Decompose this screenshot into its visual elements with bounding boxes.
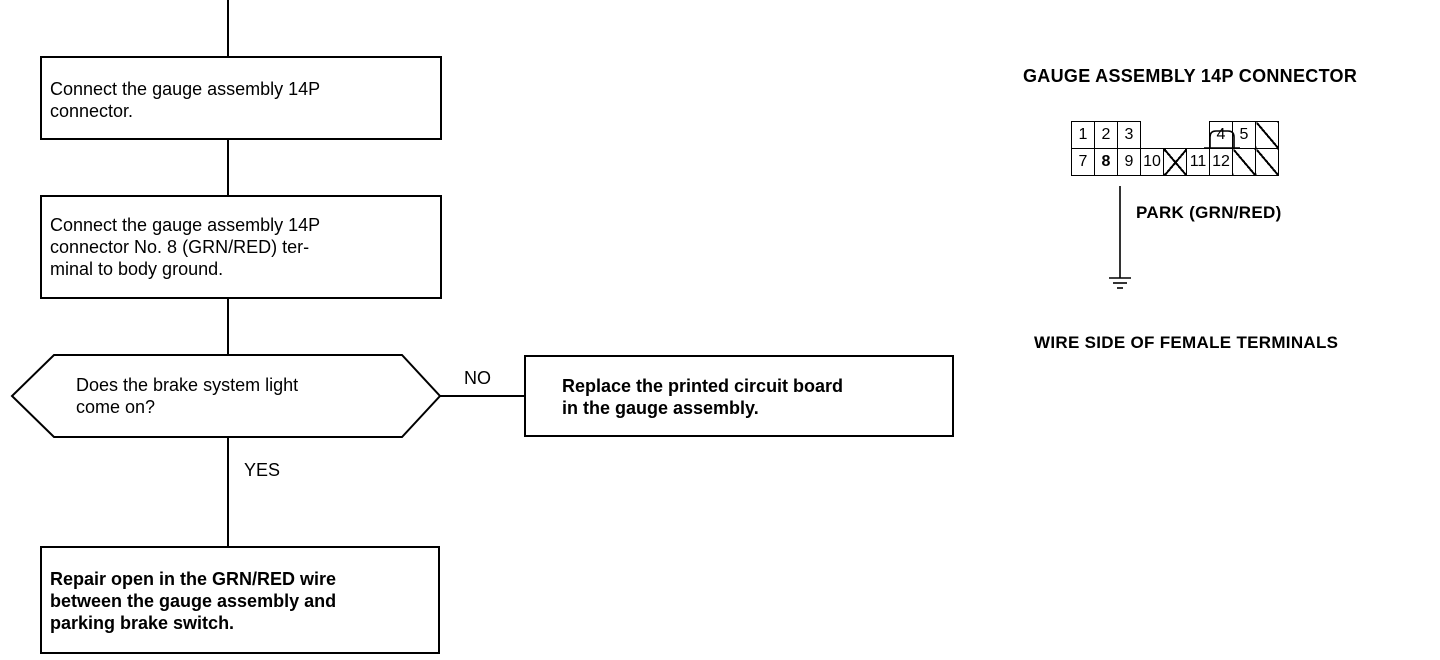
step2-line: Connect the gauge assembly 14P xyxy=(50,215,321,235)
connector-footer: WIRE SIDE OF FEMALE TERMINALS xyxy=(1034,333,1339,352)
yes-result-line: Repair open in the GRN/RED wire xyxy=(50,569,337,589)
decision-line: Does the brake system light xyxy=(76,375,299,395)
pin-cell: 7 xyxy=(1071,148,1095,176)
pin-cell: 4 xyxy=(1209,121,1233,149)
pin-gap xyxy=(1187,122,1210,149)
pin-cell: 3 xyxy=(1117,121,1141,149)
pin-cell: 1 xyxy=(1071,121,1095,149)
yes-result-box: Repair open in the GRN/RED wire between … xyxy=(40,546,440,654)
pin-cell-park: 8 xyxy=(1094,148,1118,176)
pin-cell: 9 xyxy=(1117,148,1141,176)
pin-gap xyxy=(1164,122,1187,149)
no-result-line: Replace the printed circuit board xyxy=(562,376,844,396)
step1-box: Connect the gauge assembly 14P connector… xyxy=(40,56,442,140)
unused-pin-cell xyxy=(1255,148,1279,176)
step1-text: Connect the gauge assembly 14P connector… xyxy=(50,78,320,122)
no-label: NO xyxy=(464,368,491,388)
decision-shape xyxy=(10,354,442,438)
step2-text: Connect the gauge assembly 14P connector… xyxy=(50,214,320,280)
step2-box: Connect the gauge assembly 14P connector… xyxy=(40,195,442,299)
blocked-pin-cell xyxy=(1163,148,1187,176)
yes-label: YES xyxy=(244,460,281,480)
pin-cell: 2 xyxy=(1094,121,1118,149)
connector-pin-grid: 1 2 3 4 5 7 8 9 10 11 12 xyxy=(1071,121,1279,176)
step1-line: connector. xyxy=(50,101,134,121)
pin-cell: 5 xyxy=(1232,121,1256,149)
unused-pin-cell xyxy=(1255,121,1279,149)
yes-result-line: parking brake switch. xyxy=(50,613,235,633)
no-result-line: in the gauge assembly. xyxy=(562,398,759,418)
decision-line: come on? xyxy=(76,397,156,417)
pin-cell: 12 xyxy=(1209,148,1233,176)
pin-gap xyxy=(1141,122,1164,149)
unused-pin-cell xyxy=(1232,148,1256,176)
connector-title: GAUGE ASSEMBLY 14P CONNECTOR xyxy=(1023,66,1358,86)
decision-text: Does the brake system light come on? xyxy=(76,374,298,418)
pin-cell: 11 xyxy=(1186,148,1210,176)
yes-result-text: Repair open in the GRN/RED wire between … xyxy=(50,568,336,634)
connector-row-1: 1 2 3 4 5 xyxy=(1071,121,1279,149)
pin-cell: 10 xyxy=(1140,148,1164,176)
step1-line: Connect the gauge assembly 14P xyxy=(50,79,321,99)
connector-row-2: 7 8 9 10 11 12 xyxy=(1071,148,1279,176)
no-result-text: Replace the printed circuit board in the… xyxy=(562,375,843,419)
park-wire-label: PARK (GRN/RED) xyxy=(1136,203,1282,222)
no-result-box: Replace the printed circuit board in the… xyxy=(524,355,954,437)
step2-line: minal to body ground. xyxy=(50,259,224,279)
yes-result-line: between the gauge assembly and xyxy=(50,591,337,611)
step2-line: connector No. 8 (GRN/RED) ter- xyxy=(50,237,310,257)
